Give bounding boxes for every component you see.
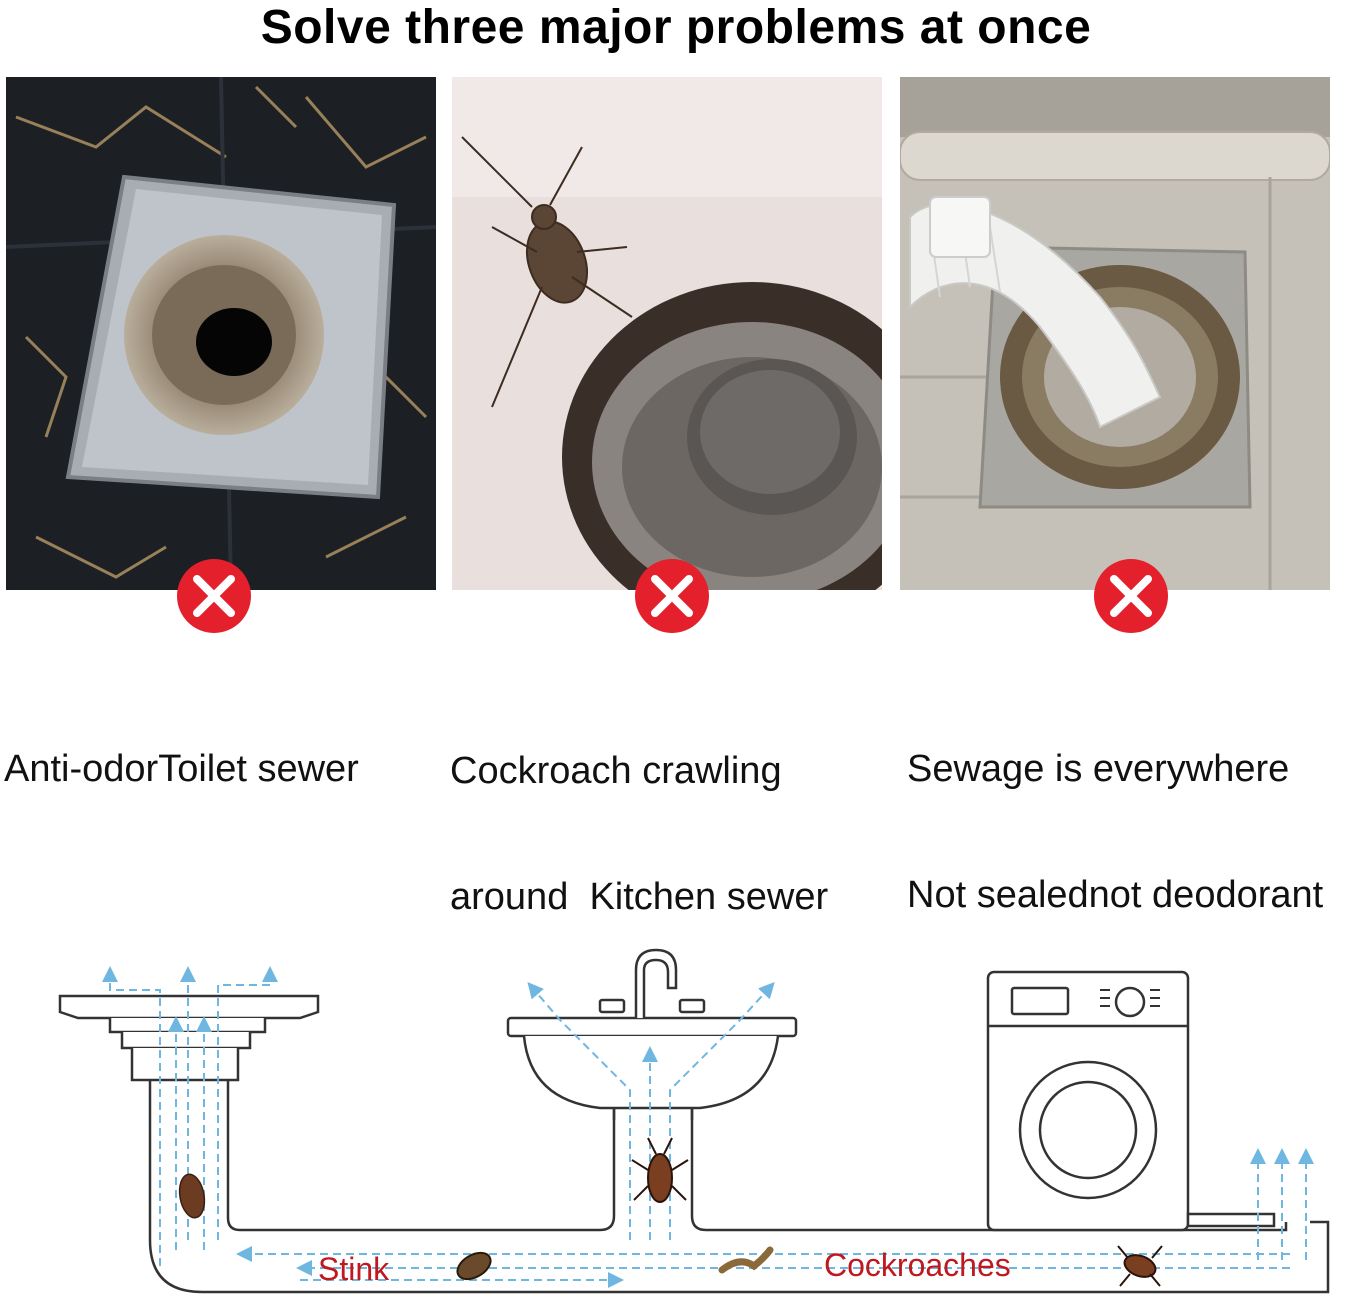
caption-line: Cockroach crawling	[450, 750, 782, 792]
x-mark-icon	[1094, 559, 1168, 633]
cockroach-icon	[456, 1251, 492, 1281]
cockroach-icon	[631, 1137, 689, 1203]
cockroach-icon	[461, 136, 633, 408]
kitchen-sink-photo	[452, 77, 882, 590]
floor-drain-photo	[6, 77, 436, 590]
page-title: Solve three major problems at once	[260, 1, 1092, 54]
caption-line: around Kitchen sewer	[450, 876, 829, 918]
stink-label: Stink	[318, 1251, 390, 1287]
caption-kitchen: Cockroach crawling around Kitchen sewer	[450, 666, 828, 960]
caption-washer: Sewage is everywhere Not sealednot deodo…	[907, 664, 1323, 958]
cockroach-icon	[178, 1173, 206, 1219]
plumbing-diagram: Stink Cockroaches	[58, 948, 1330, 1294]
caption-line: Anti-odorToilet sewer	[4, 748, 359, 790]
cockroach-icon	[1117, 1245, 1163, 1287]
cockroaches-label: Cockroaches	[824, 1247, 1011, 1283]
drain-pipe	[148, 1080, 1330, 1294]
worm-icon	[718, 1246, 774, 1274]
caption-line: Sewage is everywhere	[907, 748, 1290, 790]
caption-line: Not sealednot deodorant	[907, 874, 1324, 916]
sink-fixture	[506, 948, 798, 1120]
washer-drain-photo	[900, 77, 1330, 590]
x-mark-icon	[177, 559, 251, 633]
washing-machine-icon	[986, 970, 1276, 1232]
caption-toilet: Anti-odorToilet sewer	[4, 664, 359, 832]
x-mark-icon	[635, 559, 709, 633]
